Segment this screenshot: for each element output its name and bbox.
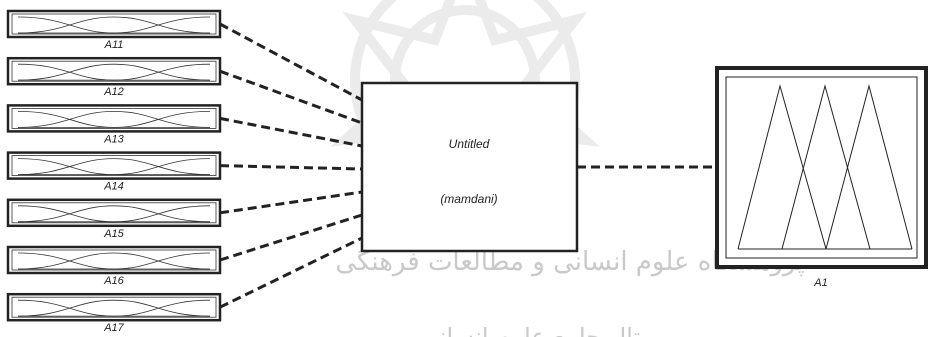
input-mf-curve [17, 299, 211, 317]
input-label: A15 [103, 228, 124, 240]
input-connector [219, 116, 363, 148]
input-mf-curve [17, 158, 211, 175]
input-label: A12 [103, 86, 124, 98]
input-connector [219, 164, 363, 171]
input-mf-curve [17, 205, 211, 223]
input-connector [219, 22, 363, 102]
input-label: A16 [103, 275, 124, 287]
output-mf-2 [781, 84, 871, 250]
input-label: A13 [103, 133, 124, 145]
fis-system-box[interactable]: Untitled (mamdani) [360, 81, 579, 253]
input-connector [219, 69, 363, 125]
input-mf-curve [17, 252, 211, 270]
input-variable-box[interactable]: A11 [6, 9, 222, 51]
input-variable-box[interactable]: A15 [6, 198, 222, 240]
input-variable-box[interactable]: A16 [6, 245, 222, 287]
input-mf-curve [17, 110, 211, 128]
output-mf-3 [825, 84, 913, 250]
input-label: A14 [103, 181, 124, 193]
connectors [219, 22, 717, 309]
output-mf-1 [737, 84, 827, 250]
input-variable-box[interactable]: A12 [6, 56, 222, 98]
output-label: A1 [813, 277, 827, 289]
input-mf-curve [113, 111, 211, 128]
output-membership-functions [737, 84, 913, 250]
input-mf-curve [113, 158, 211, 175]
input-mf-curve [17, 63, 211, 81]
input-mf-curve [113, 63, 211, 81]
input-mf-curve [113, 252, 211, 270]
input-variable-box[interactable]: A17 [6, 292, 222, 334]
input-connector [219, 236, 363, 309]
system-type: (mamdani) [440, 192, 497, 206]
output-variable-box[interactable]: A1 [715, 66, 928, 289]
input-variable-box[interactable]: A14 [6, 151, 222, 193]
watermark-line-2: پرتال جامع علوم انسانی [420, 323, 660, 337]
input-label: A11 [104, 39, 124, 51]
input-variable-box[interactable]: A13 [6, 104, 222, 145]
input-connector [219, 190, 363, 215]
input-mf-curve [113, 16, 211, 34]
input-mf-curve [113, 299, 211, 317]
input-connector [219, 213, 363, 262]
input-mf-curve [113, 205, 211, 223]
input-mf-curve [17, 16, 211, 34]
input-label: A17 [103, 322, 124, 334]
system-name: Untitled [449, 137, 490, 151]
